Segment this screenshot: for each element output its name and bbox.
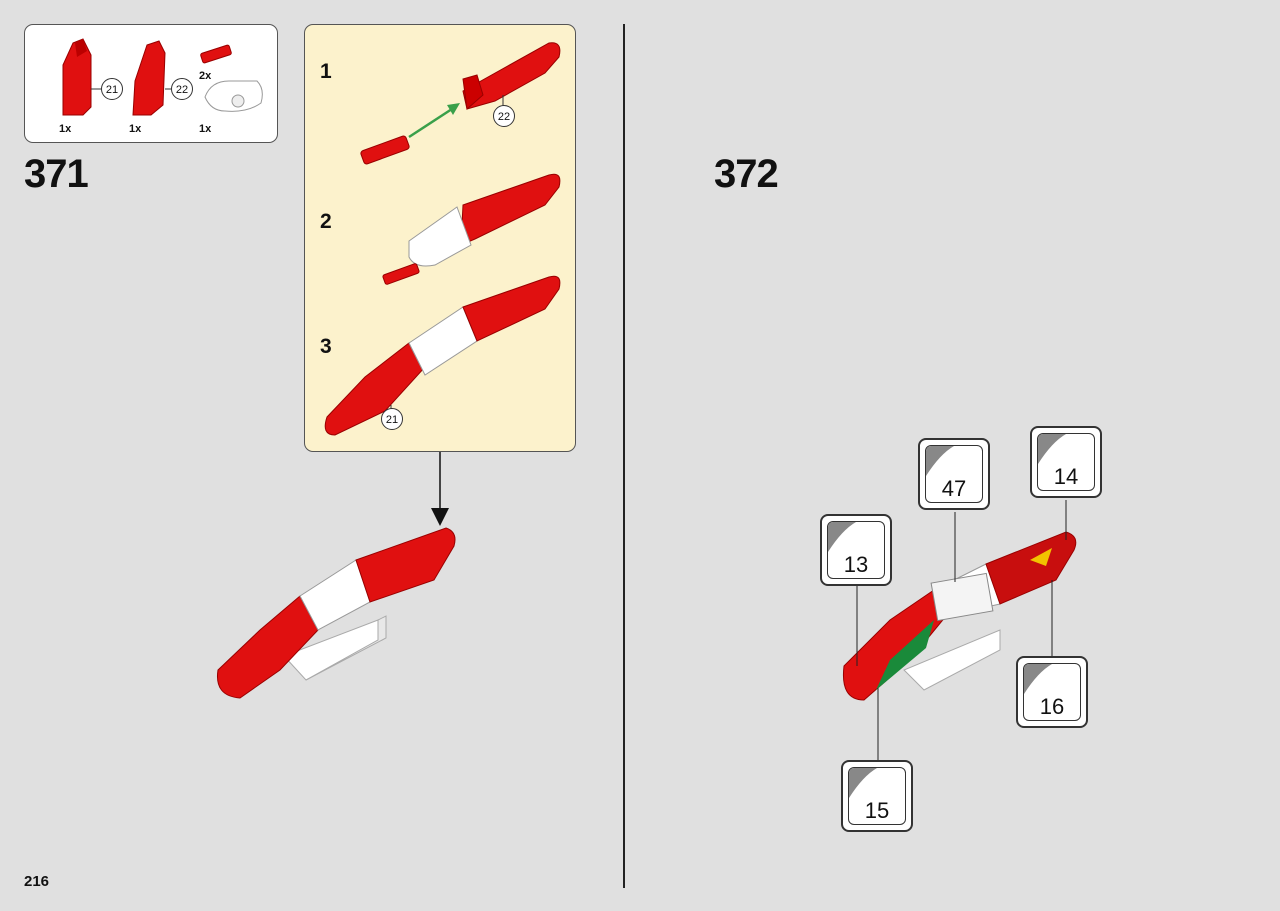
submodel-box: 1 2 3 22 21	[304, 24, 576, 452]
red-panel-part-21-icon	[62, 38, 103, 116]
page-divider	[623, 24, 625, 888]
white-curved-panel-icon	[204, 80, 263, 112]
page-number: 216	[24, 873, 50, 890]
part-callout: 22	[171, 78, 193, 100]
substep-number: 2	[320, 210, 332, 233]
red-axle-connector-icon	[200, 44, 232, 64]
sticker-leader-lines	[856, 500, 1067, 760]
part-quantity: 1x	[199, 123, 212, 135]
sticker-icon	[926, 446, 954, 476]
sticker-callout: 16	[1016, 656, 1088, 728]
part-quantity: 2x	[199, 70, 212, 82]
sticker-icon	[828, 522, 856, 552]
part-callout: 22	[493, 105, 515, 127]
sticker-callout: 13	[820, 514, 892, 586]
part-callout: 21	[101, 78, 123, 100]
substep-2-image	[382, 173, 561, 285]
assembly-result-372	[842, 531, 1077, 701]
step-number: 371	[24, 152, 89, 196]
step-number: 372	[714, 152, 779, 196]
substep-1-image	[360, 42, 561, 165]
parts-illustration	[62, 38, 263, 116]
assembly-result-371	[216, 527, 456, 699]
substep-3-image	[324, 275, 561, 436]
down-arrow-icon	[431, 452, 449, 526]
substep-number: 1	[320, 60, 332, 83]
submodel-illustration	[324, 42, 561, 436]
substep-number: 3	[320, 335, 332, 358]
sticker-callout: 47	[918, 438, 990, 510]
red-panel-part-22-icon	[132, 40, 171, 116]
sticker-callout: 15	[841, 760, 913, 832]
part-callout: 21	[381, 408, 403, 430]
sticker-callout: 14	[1030, 426, 1102, 498]
parts-list: 21 22 1x 1x 2x 1x	[24, 24, 278, 143]
sticker-icon	[1024, 664, 1052, 694]
sticker-icon	[849, 768, 877, 798]
part-quantity: 1x	[59, 123, 72, 135]
part-quantity: 1x	[129, 123, 142, 135]
sticker-icon	[1038, 434, 1066, 464]
